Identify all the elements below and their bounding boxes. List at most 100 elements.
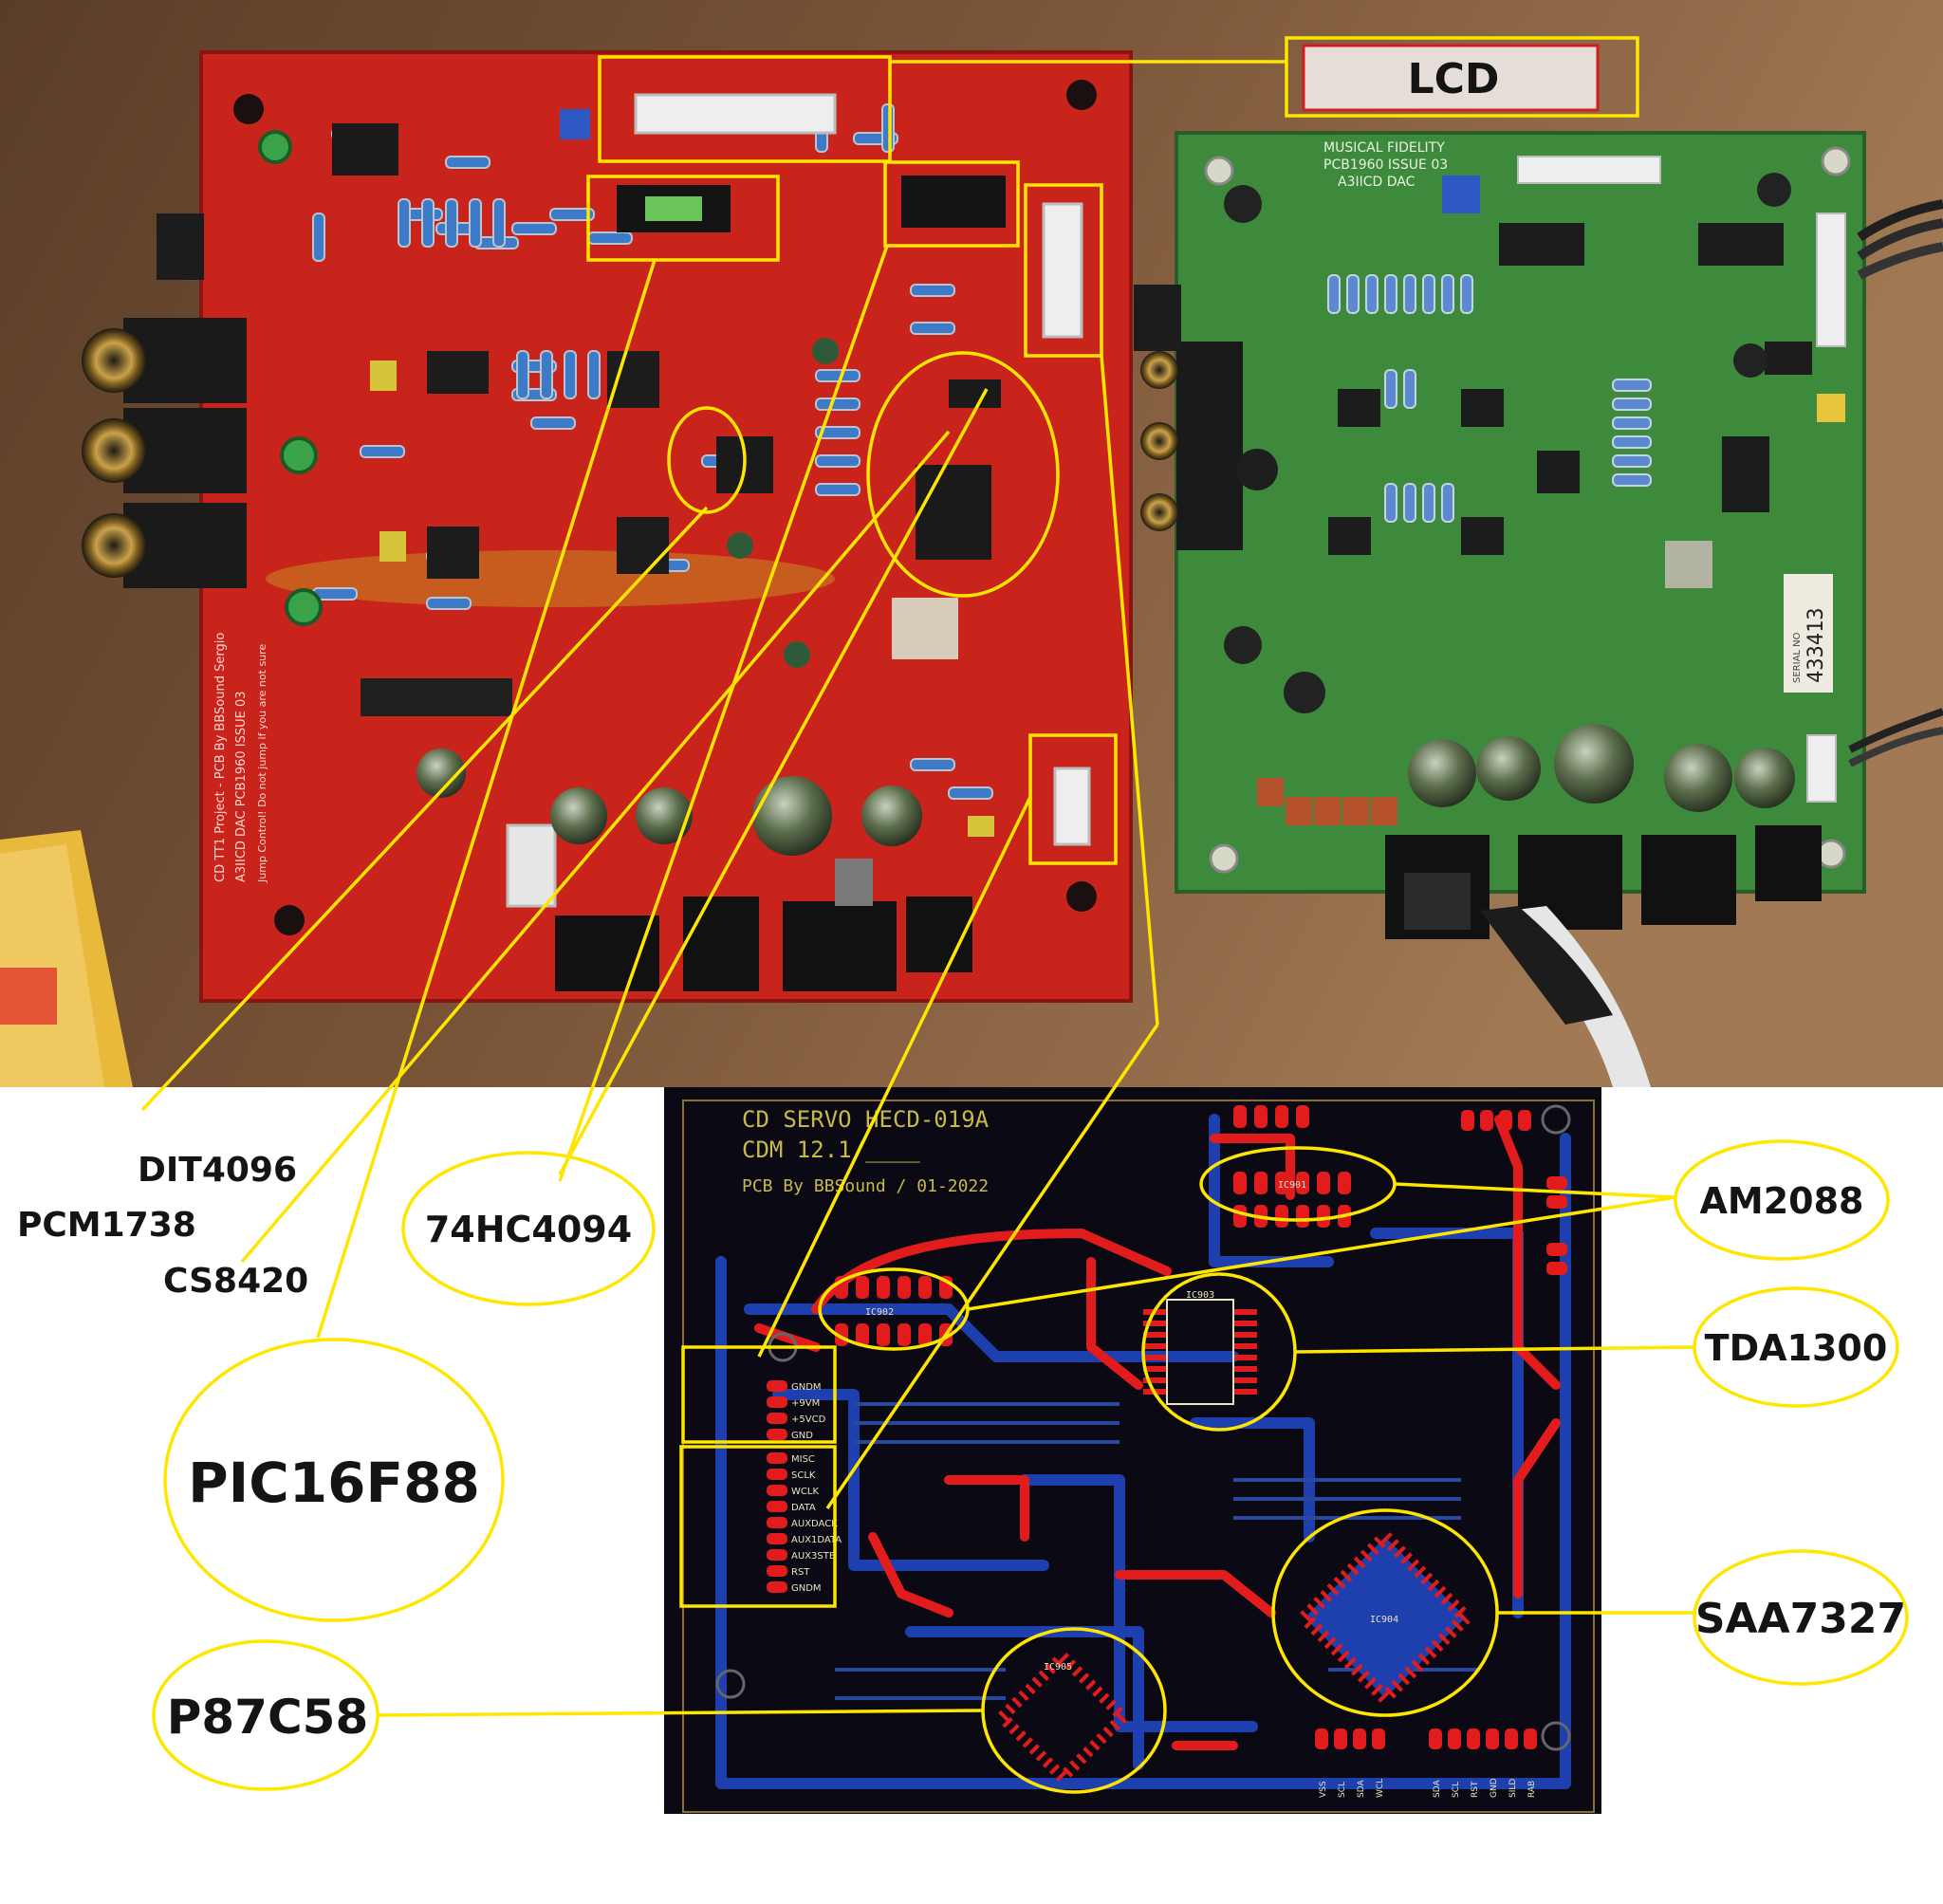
serial-number: 433413: [1804, 608, 1828, 683]
callout-ellipse-pic16f88: [163, 1338, 505, 1622]
pin-label: GNDM: [791, 1583, 822, 1594]
lcd-callout-inner-box: [1302, 44, 1600, 112]
dip-ic: [1499, 223, 1584, 266]
mounting-hole: [233, 94, 264, 124]
mounting-hole: [1066, 80, 1097, 110]
film-capacitor: [379, 531, 406, 562]
serial-label: SERIAL NO: [1792, 632, 1803, 683]
pcb-highlight-connector-top: [681, 1345, 837, 1444]
dip-ic-group: [332, 123, 669, 579]
small-connector: [1053, 767, 1091, 846]
callout-pic16f88: PIC16F88: [188, 1451, 480, 1515]
pin-label: WCL: [1376, 1779, 1385, 1798]
callout-p87c58: P87C58: [167, 1690, 369, 1745]
power-connector: [506, 823, 557, 908]
leader-line-hc4094: [558, 245, 889, 1182]
pcb-board-outline: [682, 1100, 1595, 1813]
highlight-box-pic16f88: [586, 175, 780, 262]
dip-ic: [607, 351, 659, 408]
trimmer-potentiometer: [560, 109, 590, 139]
heatsinks-green: [1385, 825, 1822, 939]
lcd-connector: [634, 93, 837, 135]
leader-line-p87c58: [377, 1709, 984, 1717]
rca-block: [1176, 342, 1243, 550]
red-board-silkscreen: CD TT1 Project - PCB By BBSound Sergio A…: [213, 633, 268, 883]
pcb-highlight-connector-bottom: [679, 1445, 837, 1608]
film-capacitor: [370, 360, 397, 391]
pcb-title-line-1: CD SERVO HECD-019A: [742, 1106, 990, 1133]
capacitor-large: [416, 749, 466, 798]
flux-stain: [266, 550, 835, 607]
capacitor-large: [1476, 736, 1541, 801]
highlight-ellipse-dit4096-cs8420: [866, 351, 1060, 598]
callout-ellipse-74hc4094: [401, 1151, 656, 1306]
callout-ellipse-am2088: [1674, 1139, 1890, 1261]
pin-label: MISC: [791, 1454, 815, 1465]
serial-sticker: [1784, 574, 1833, 693]
callout-cs8420: CS8420: [163, 1262, 308, 1301]
leader-line-side-connector: [1100, 355, 1159, 1026]
leader-line-pcm1738: [140, 506, 709, 1112]
pin-label: SILD: [1508, 1779, 1518, 1798]
capacitor-large: [861, 786, 922, 846]
dip-ic: [427, 527, 479, 579]
callout-am2088: AM2088: [1700, 1180, 1864, 1222]
callout-lcd: LCD: [1408, 55, 1500, 103]
pin-label: DATA: [791, 1503, 816, 1513]
connector-top-labels: GNDM +9VM +5VCD GND: [791, 1382, 826, 1441]
mounting-hole: [1066, 881, 1097, 912]
leader-line-side-connector-2: [825, 1024, 1159, 1509]
leader-line-am2088-a: [1394, 1182, 1676, 1199]
pin-label: +9VM: [791, 1398, 820, 1409]
pin-label: SCLK: [791, 1470, 816, 1481]
pin-label: +5VCD: [791, 1414, 826, 1425]
bottom-copper-fine-traces: [835, 1402, 1480, 1700]
pin-label: SDA: [1433, 1780, 1442, 1798]
ref-ic902: IC902: [865, 1307, 894, 1318]
dip-ic: [617, 517, 669, 574]
capacitor-large: [1734, 748, 1795, 808]
highlight-box-side-connector: [1024, 183, 1103, 358]
crystal-oscillator: [892, 598, 958, 659]
connector-bottom-labels: MISC SCLK WCLK DATA AUXDACK AUX1DATA AUX…: [791, 1454, 842, 1594]
pcb-pads-ic901: [1233, 1105, 1351, 1228]
capacitor: [280, 436, 318, 474]
heatsinks: [555, 859, 972, 991]
mounting-hole: [274, 905, 305, 935]
dip-ic: [1698, 223, 1784, 266]
silk-line-1: CD TT1 Project - PCB By BBSound Sergio: [213, 633, 228, 882]
pcb-bottom-edge-pads: [1315, 1110, 1567, 1749]
pin-label: SCL: [1338, 1782, 1347, 1798]
pcb-title-line-3: PCB By BBSound / 01-2022: [742, 1176, 989, 1196]
pin-label: AUXDACK: [791, 1519, 838, 1529]
film-capacitor: [968, 816, 994, 837]
green-board-name: A3IICD DAC: [1338, 175, 1416, 190]
green-dac-board: MUSICAL FIDELITY PCB1960 ISSUE 03 A3IICD…: [1134, 131, 1943, 1087]
capacitor-large: [550, 787, 607, 844]
ic-label-sticker: [645, 196, 702, 221]
pin-label: RAB: [1527, 1781, 1537, 1798]
pin-label: RST: [791, 1567, 810, 1578]
pcb-layout-render: CD SERVO HECD-019A CDM 12.1/____ PCB By …: [664, 1087, 1601, 1814]
leader-line-cs8420: [240, 430, 951, 1264]
ref-ic901: IC901: [1278, 1180, 1306, 1191]
callout-pcm1738: PCM1738: [17, 1206, 196, 1245]
pin-label: GND: [1490, 1778, 1499, 1798]
trimmer-potentiometer: [1442, 176, 1480, 213]
capacitor-large: [1408, 739, 1476, 807]
pcb-title-line-2: CDM 12.1/____: [742, 1137, 920, 1163]
leader-line-am2088-b: [967, 1195, 1676, 1311]
capacitor: [258, 130, 292, 164]
pin-label: VSS: [1319, 1781, 1328, 1798]
rca-jacks: [82, 318, 247, 588]
leader-line-tda1300: [1294, 1345, 1695, 1354]
silk-line-2: A3IICD DAC PCB1960 ISSUE 03: [234, 692, 249, 883]
callout-74hc4094: 74HC4094: [425, 1209, 632, 1250]
red-dac-board: CD TT1 Project - PCB By BBSound Sergio A…: [82, 50, 1133, 1003]
capacitor-large: [1554, 724, 1634, 804]
pcb-connector-top-pads: [767, 1380, 787, 1440]
lcd-connector-green: [1517, 156, 1661, 184]
silk-line-3: Jump Control! Do not jump if you are not…: [256, 644, 268, 883]
